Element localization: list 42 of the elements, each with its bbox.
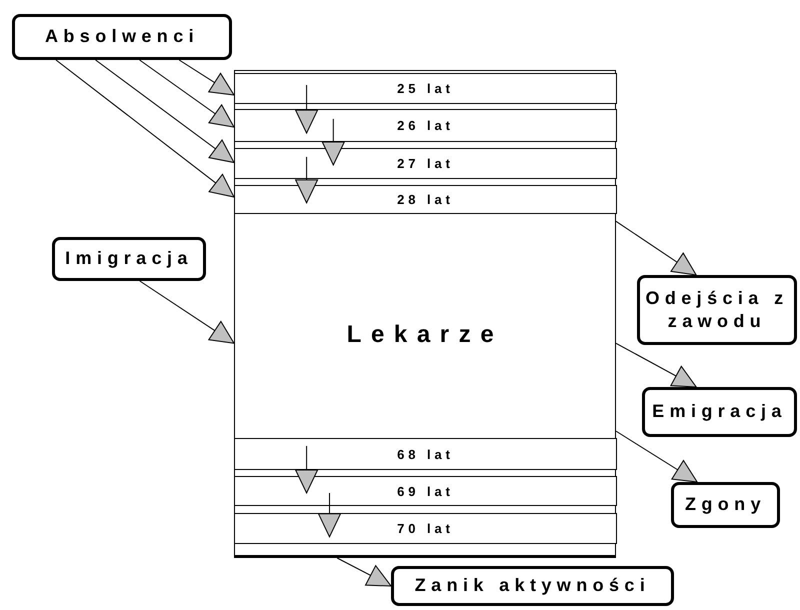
rounded-box	[391, 566, 674, 606]
arrow	[322, 118, 345, 166]
main-box	[234, 70, 616, 558]
node-label: 25 lat	[397, 82, 454, 95]
arrow	[318, 492, 341, 538]
node-label: 27 lat	[397, 157, 454, 170]
rounded-box	[671, 482, 780, 528]
arrow	[336, 558, 392, 586]
arrow	[139, 60, 234, 128]
rounded-box	[52, 237, 206, 281]
age-band	[234, 73, 617, 104]
arrow	[56, 60, 234, 198]
node-label: Zgony	[685, 493, 766, 516]
age-band	[234, 513, 617, 544]
arrow	[95, 60, 234, 163]
node-label: 70 lat	[397, 522, 454, 535]
rounded-box	[637, 275, 797, 345]
node-label: 26 lat	[397, 119, 454, 132]
arrow	[616, 220, 697, 276]
age-band	[234, 109, 617, 142]
rounded-box	[12, 14, 232, 60]
rounded-box	[642, 387, 797, 437]
age-band	[234, 476, 617, 506]
arrow	[295, 445, 318, 494]
node-label: Emigracja	[652, 400, 787, 424]
arrow	[178, 60, 234, 96]
node-label: Absolwenci	[44, 25, 200, 48]
age-band	[234, 438, 617, 470]
arrow	[295, 156, 318, 204]
arrow	[616, 342, 697, 388]
arrow	[295, 84, 318, 134]
node-label: Odejścia z zawodu	[644, 286, 790, 333]
age-band	[234, 148, 617, 179]
node-label: Zanik aktywności	[414, 574, 650, 598]
node-label: 69 lat	[397, 484, 454, 498]
node-label: 68 lat	[397, 448, 454, 460]
age-band	[234, 185, 617, 214]
arrow	[139, 280, 234, 344]
node-label: 28 lat	[397, 193, 454, 206]
node-label: Lekarze	[346, 320, 504, 350]
node-label: Imigracja	[65, 247, 193, 270]
arrow	[616, 430, 698, 482]
